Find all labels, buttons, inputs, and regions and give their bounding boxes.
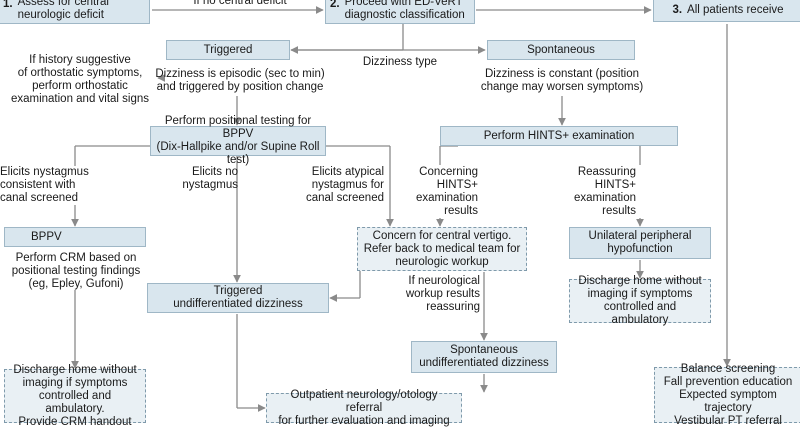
hints-box: Perform HINTS+ examination (440, 126, 678, 146)
triggered-description: Dizziness is episodic (sec to min) and t… (155, 68, 325, 93)
spontaneous-description: Dizziness is constant (position change m… (480, 68, 644, 93)
uph-box: Unilateral peripheral hypofunction (569, 227, 711, 259)
spontaneous-label: Spontaneous (527, 43, 595, 56)
crm-instructions: Perform CRM based on positional testing … (11, 252, 141, 290)
referral-text: Outpatient neurology/otology referral fo… (278, 388, 450, 427)
connector-lines (71, 6, 731, 412)
positional-testing-text: Perform positional testing for BPPV (Dix… (156, 115, 320, 166)
triggered-undiff-text: Triggered undifferentiated dizziness (173, 285, 303, 310)
bppv-discharge-box: Discharge home without imaging if sympto… (4, 364, 146, 428)
branch-atypical-nystagmus: Elicits atypical nystagmus for canal scr… (306, 166, 384, 204)
step-3-number: 3. (672, 3, 683, 16)
all-patients-text: Balance screening Fall prevention educat… (663, 362, 793, 427)
step-3-box: 3. All patients receive (653, 0, 800, 22)
step-3-text: All patients receive (687, 3, 784, 16)
central-vertigo-box: Concern for central vertigo. Refer back … (357, 227, 527, 271)
spontaneous-undiff-text: Spontaneous undifferentiated dizziness (419, 344, 549, 369)
positional-testing-box: Perform positional testing for BPPV (Dix… (150, 115, 326, 166)
uph-discharge-text: Discharge home without imaging if sympto… (578, 275, 702, 326)
uph-text: Unilateral peripheral hypofunction (588, 230, 692, 255)
central-vertigo-text: Concern for central vertigo. Refer back … (363, 229, 521, 268)
step-1-text: Assess for central neurologic deficit (17, 0, 109, 21)
spontaneous-undiff-box: Spontaneous undifferentiated dizziness (411, 341, 557, 373)
bppv-label: BPPV (31, 230, 62, 243)
triggered-box: Triggered (166, 40, 290, 60)
triggered-undiff-box: Triggered undifferentiated dizziness (147, 283, 329, 313)
step-2-box: 2. Proceed with ED-VeRT diagnostic class… (325, 0, 475, 24)
orthostatic-note: If history suggestive of orthostatic sym… (10, 54, 150, 105)
branch-typical-nystagmus: Elicits nystagmus consistent with canal … (0, 166, 89, 204)
dizziness-type-label: Dizziness type (362, 56, 438, 68)
all-patients-box: Balance screening Fall prevention educat… (654, 363, 800, 427)
step-2-number: 2. (330, 0, 340, 10)
branch-no-nystagmus: Elicits no nystagmus (182, 166, 238, 191)
no-central-deficit-label: If no central deficit (193, 0, 287, 7)
spontaneous-box: Spontaneous (487, 40, 635, 60)
bppv-box: BPPV (4, 227, 146, 247)
concerning-hints-label: Concerning HINTS+ examination results (415, 166, 478, 217)
triggered-label: Triggered (203, 43, 253, 56)
step-1-number: 1. (3, 0, 13, 10)
hints-text: Perform HINTS+ examination (483, 129, 635, 142)
reassuring-hints-label: Reassuring HINTS+ examination results (573, 166, 636, 217)
uph-discharge-box: Discharge home without imaging if sympto… (569, 275, 711, 326)
step-2-text: Proceed with ED-VeRT diagnostic classifi… (344, 0, 465, 21)
step-1-box: 1. Assess for central neurologic deficit (0, 0, 150, 24)
neuro-workup-label: If neurological workup results reassurin… (405, 275, 480, 313)
